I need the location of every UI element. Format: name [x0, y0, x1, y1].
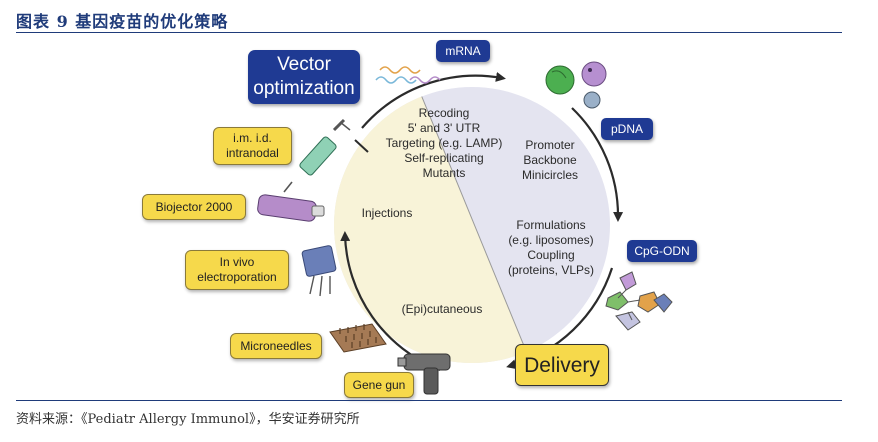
strategy-targeting: Targeting (e.g. LAMP) — [385, 136, 503, 150]
vector-optimization-line-2: optimization — [253, 78, 355, 99]
inner-disk — [334, 87, 610, 363]
im-id-line-2: intranodal — [226, 146, 279, 160]
pdna-strategies-text: Promoter Backbone Minicircles — [510, 138, 590, 183]
gene-gun-icon — [397, 353, 451, 395]
formulation-strategies-text: Formulations (e.g. liposomes) Coupling (… — [496, 218, 606, 278]
dna-wave-icon — [375, 66, 441, 84]
gene-gun-label: Gene gun — [352, 377, 406, 392]
electrode-icon — [301, 245, 337, 297]
mrna-tag: mRNA — [436, 40, 490, 62]
bottom-rule — [16, 400, 842, 401]
biojector-box: Biojector 2000 — [142, 194, 246, 220]
strategy-liposomes: (e.g. liposomes) — [508, 233, 594, 247]
source-note: 资料来源：《Pediatr Allergy Immunol》，华安证券研究所 — [16, 412, 360, 427]
vector-strategies-text: Recoding 5' and 3' UTR Targeting (e.g. L… — [372, 106, 516, 181]
strategy-vlps: (proteins, VLPs) — [507, 263, 595, 277]
microneedles-box: Microneedles — [230, 333, 322, 359]
delivery-half — [334, 87, 538, 363]
vector-optimization-line-1: Vector — [277, 54, 331, 75]
electroporation-line-1: In vivo — [219, 255, 255, 269]
cycle-arrow-top — [361, 72, 506, 129]
microneedles-label: Microneedles — [240, 338, 312, 353]
electroporation-box: In vivo electroporation — [185, 250, 289, 290]
delivery-label: Delivery — [524, 353, 600, 377]
cycle-arrow-right — [571, 107, 624, 222]
pdna-tag: pDNA — [601, 118, 653, 140]
cycle-stop-tick — [354, 139, 369, 153]
figure-title: 图表 9 基因疫苗的优化策略 — [16, 12, 229, 31]
injections-label: Injections — [361, 206, 413, 220]
vector-optimization-box: Vector optimization — [248, 50, 360, 104]
strategy-mutants: Mutants — [422, 166, 466, 180]
gene-gun-box: Gene gun — [344, 372, 414, 398]
strategy-self-replicating: Self-replicating — [404, 151, 484, 165]
cpg-molecule-icon — [605, 271, 673, 331]
strategy-formulations: Formulations — [516, 218, 586, 232]
electroporation-line-2: electroporation — [197, 270, 277, 284]
plasmid-spheres-icon — [545, 61, 607, 109]
strategy-recoding: Recoding — [418, 106, 470, 120]
biojector-label: Biojector 2000 — [155, 199, 233, 214]
delivery-box: Delivery — [515, 344, 609, 386]
strategy-coupling: Coupling — [527, 248, 575, 262]
microneedle-patch-icon — [329, 323, 387, 353]
strategy-promoter: Promoter — [525, 138, 575, 152]
strategy-utr: 5' and 3' UTR — [407, 121, 481, 135]
divider-line — [414, 87, 539, 363]
pdna-label: pDNA — [610, 122, 643, 136]
syringe-icon — [283, 118, 351, 193]
cpg-odn-label: CpG-ODN — [634, 244, 690, 258]
cpg-odn-tag: CpG-ODN — [627, 240, 697, 262]
biojector-icon — [257, 194, 325, 222]
strategy-minicircles: Minicircles — [521, 168, 578, 182]
mrna-label: mRNA — [445, 44, 481, 58]
epicutaneous-label: (Epi)cutaneous — [401, 302, 483, 316]
strategy-backbone: Backbone — [523, 153, 577, 167]
im-id-intranodal-box: i.m. i.d. intranodal — [213, 127, 292, 165]
top-rule — [16, 32, 842, 33]
im-id-line-1: i.m. i.d. — [233, 131, 272, 145]
